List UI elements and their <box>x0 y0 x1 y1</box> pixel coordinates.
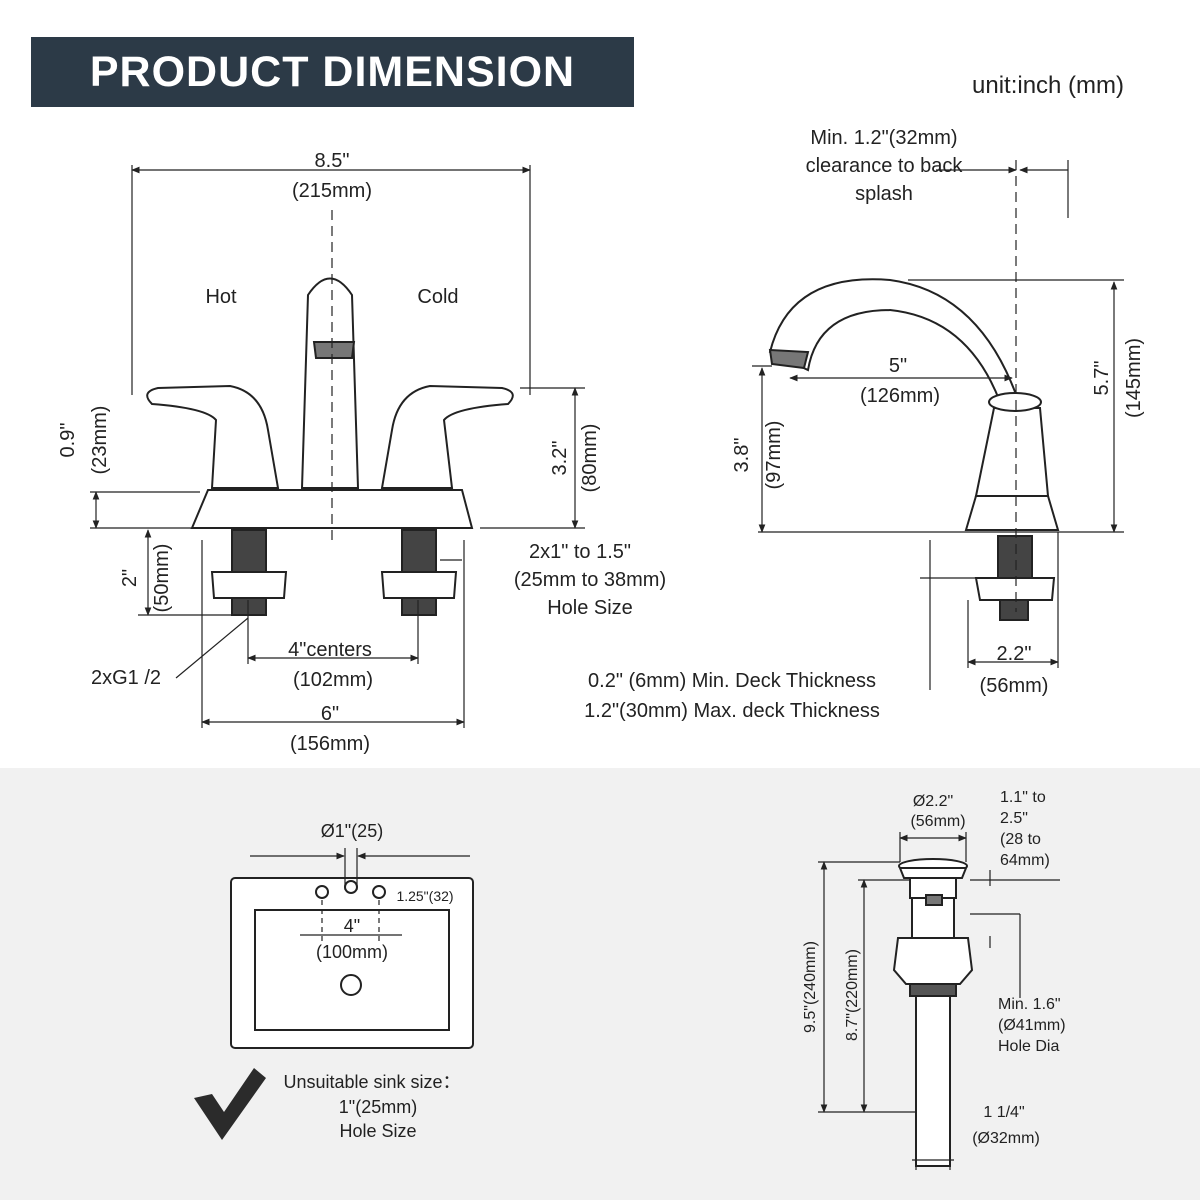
sink-note-line2: 1"(25mm) <box>339 1097 417 1117</box>
page-title: PRODUCT DIMENSION <box>89 48 576 96</box>
drain-range-line2: 2.5" <box>1000 810 1028 827</box>
side-labels: Min. 1.2"(32mm) clearance to back splash… <box>584 127 1145 722</box>
base-width-label: 6" <box>321 703 339 725</box>
total-height-mm-label: (145mm) <box>1123 338 1145 418</box>
side-dimension-lines <box>752 160 1124 690</box>
clearance-line2: clearance to back <box>806 155 964 177</box>
sink-dimension-lines <box>250 848 470 944</box>
spout-height-mm-label: (97mm) <box>763 421 785 490</box>
title-banner: PRODUCT DIMENSION <box>31 37 634 107</box>
cold-label: Cold <box>417 286 458 308</box>
drain-drawing <box>892 858 974 1167</box>
drain-height-total-label: 9.5"(240mm) <box>802 941 819 1033</box>
centers-label: 4"centers <box>288 639 372 661</box>
drain-range-line4: 64mm) <box>1000 852 1050 869</box>
drain-range-line1: 1.1" to <box>1000 789 1046 806</box>
handle-height-label: 3.2" <box>549 441 571 476</box>
centers-mm-label: (102mm) <box>293 669 373 691</box>
faucet-side-drawing <box>768 278 1060 621</box>
handle-height-mm-label: (80mm) <box>579 424 601 493</box>
unit-label: unit:inch (mm) <box>972 72 1125 99</box>
sink-hole-dia-label: Ø1"(25) <box>321 821 383 841</box>
reach-mm-label: (126mm) <box>860 385 940 407</box>
drain-labels: Ø2.2" (56mm) 1.1" to 2.5" (28 to 64mm) M… <box>802 789 1066 1147</box>
drain-range-line3: (28 to <box>1000 831 1041 848</box>
drain-dimension-lines <box>818 832 1060 1170</box>
base-width-mm-label: (156mm) <box>290 733 370 755</box>
drain-hole-line3: Hole Dia <box>998 1038 1059 1055</box>
faucet-front-drawing <box>146 277 514 616</box>
drain-hole-line2: (Ø41mm) <box>998 1017 1066 1034</box>
sink-note-line1: Unsuitable sink size： <box>283 1072 460 1092</box>
clearance-line3: splash <box>855 183 913 205</box>
deck-min-label: 0.2" (6mm) Min. Deck Thickness <box>588 670 876 692</box>
shank-length-label: 2" <box>119 569 141 587</box>
deck-height-label: 0.9" <box>57 423 79 458</box>
drain-tail-mm-label: (Ø32mm) <box>972 1130 1040 1147</box>
width-total-mm-label: (215mm) <box>292 180 372 202</box>
drain-height-body-label: 8.7"(220mm) <box>844 949 861 1041</box>
clearance-line1: Min. 1.2"(32mm) <box>810 127 957 149</box>
width-total-label: 8.5" <box>315 150 350 172</box>
sink-labels: Ø1"(25) 1.25"(32) 4" (100mm) Unsuitable … <box>283 821 460 1141</box>
drain-hole-line1: Min. 1.6" <box>998 996 1061 1013</box>
checkmark-icon <box>194 1068 266 1140</box>
drain-tail-label: 1 1/4" <box>983 1104 1024 1121</box>
sink-note-line3: Hole Size <box>339 1121 416 1141</box>
drain-cap-dia-label: Ø2.2" <box>913 793 953 810</box>
base-dia-mm-label: (56mm) <box>980 675 1049 697</box>
sink-spacing-label: 1.25"(32) <box>396 888 453 904</box>
shank-length-mm-label: (50mm) <box>151 544 173 613</box>
hole-size-line2: (25mm to 38mm) <box>514 569 666 591</box>
sink-centers-mm-label: (100mm) <box>316 942 388 962</box>
deck-max-label: 1.2"(30mm) Max. deck Thickness <box>584 700 880 722</box>
front-labels: 8.5" (215mm) Hot Cold 2x1" to 1.5" (25mm… <box>57 150 666 755</box>
deck-height-mm-label: (23mm) <box>89 406 111 475</box>
spout-height-label: 3.8" <box>731 438 753 473</box>
reach-label: 5" <box>889 355 907 377</box>
sink-centers-label: 4" <box>344 916 360 936</box>
drain-cap-dia-mm-label: (56mm) <box>910 813 965 830</box>
hot-label: Hot <box>205 286 237 308</box>
hole-size-line1: 2x1" to 1.5" <box>529 541 631 563</box>
lower-panel <box>0 768 1200 1200</box>
sink-drawing <box>230 877 474 1049</box>
hole-size-line3: Hole Size <box>547 597 633 619</box>
total-height-label: 5.7" <box>1091 361 1113 396</box>
front-dimension-lines <box>90 165 585 728</box>
thread-label: 2xG1 /2 <box>91 667 161 689</box>
base-dia-label: 2.2" <box>997 643 1032 665</box>
